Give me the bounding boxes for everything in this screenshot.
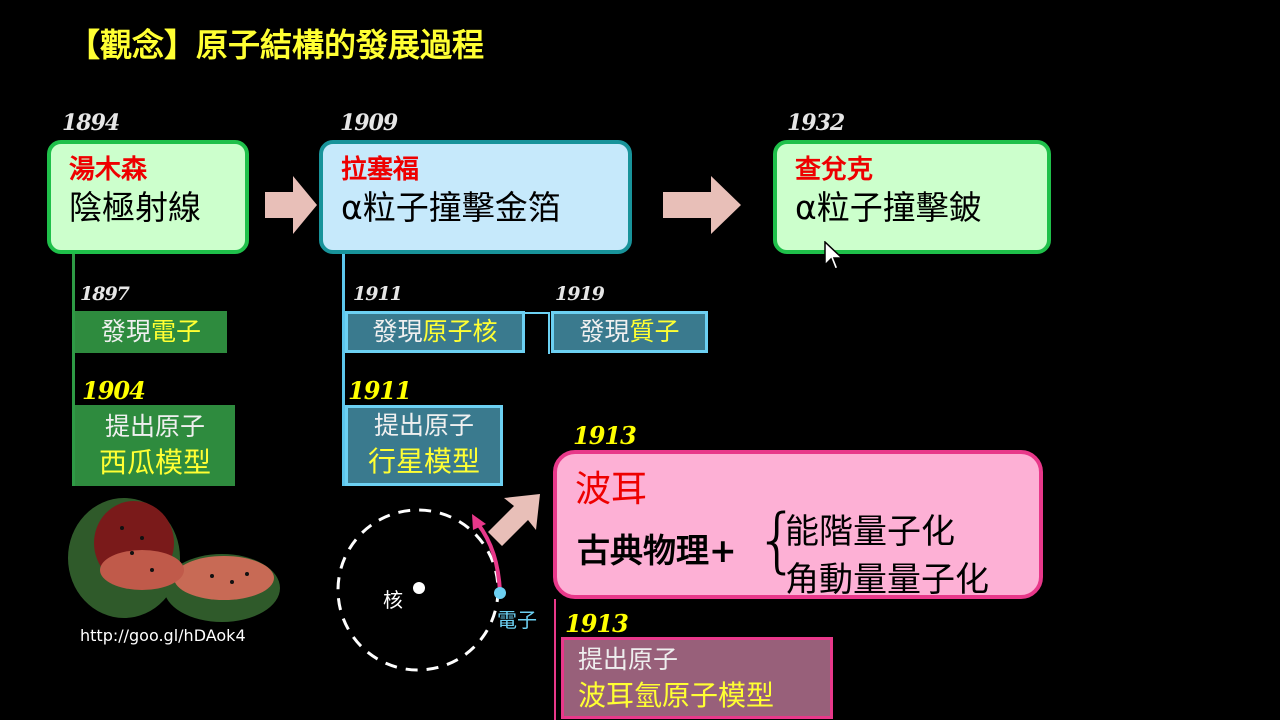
watermelon-image xyxy=(68,498,280,622)
electron-dot xyxy=(494,587,506,599)
nucleus-discovery-box: 發現原子核 xyxy=(345,311,525,353)
year-1913: 1913 xyxy=(573,421,637,450)
bohr-model-box: 提出原子 波耳氫原子模型 xyxy=(561,637,833,719)
year-1909: 1909 xyxy=(340,110,398,136)
electron-discovery-box: 發現電子 xyxy=(75,311,227,353)
watermelon-model-box: 提出原子 西瓜模型 xyxy=(75,405,235,486)
brace: { xyxy=(755,499,800,581)
arrow-up-right-icon xyxy=(488,494,540,546)
year-1913-model: 1913 xyxy=(565,609,629,638)
scientist-name: 查兌克 xyxy=(795,155,874,185)
orbit-diagram xyxy=(336,508,506,672)
arrow-right-icon xyxy=(663,176,741,234)
year-1894: 1894 xyxy=(62,110,120,136)
classical-physics-text: 古典物理+ xyxy=(577,531,737,570)
nucleus-dot xyxy=(413,582,425,594)
bohr-box: 波耳 古典物理+ { 能階量子化 角動量量子化 xyxy=(553,450,1043,600)
experiment-text: 陰極射線 xyxy=(69,188,201,227)
label: 發現 xyxy=(579,317,630,346)
label: 發現 xyxy=(372,317,423,346)
quantization-item: 角動量量子化 xyxy=(785,560,989,600)
arrow-right-icon xyxy=(265,176,317,234)
connector-line xyxy=(524,312,550,354)
timeline-line xyxy=(554,599,556,720)
quantization-item: 能階量子化 xyxy=(785,512,955,552)
year-1911-model: 1911 xyxy=(348,376,412,405)
label-highlight: 西瓜模型 xyxy=(98,446,211,479)
slide-title: 【觀念】原子結構的發展過程 xyxy=(68,26,485,64)
timeline-line xyxy=(342,254,345,486)
planetary-model-box: 提出原子 行星模型 xyxy=(345,405,503,486)
scientist-name: 波耳 xyxy=(575,469,648,510)
label-highlight: 原子核 xyxy=(422,317,498,346)
label-highlight: 波耳氫原子模型 xyxy=(578,679,775,712)
label-highlight: 質子 xyxy=(629,317,680,346)
experiment-text: α粒子撞擊鈹 xyxy=(795,188,982,227)
image-source-link[interactable]: http://goo.gl/hDAok4 xyxy=(80,626,246,645)
timeline-line xyxy=(72,254,75,486)
label: 提出原子 xyxy=(578,645,679,674)
electron-label: 電子 xyxy=(497,608,537,632)
nucleus-label: 核 xyxy=(383,588,403,612)
label: 提出原子 xyxy=(373,411,474,440)
year-1897: 1897 xyxy=(80,283,130,305)
scientist-name: 湯木森 xyxy=(69,155,148,185)
chadwick-box: 查兌克 α粒子撞擊鈹 xyxy=(773,140,1051,254)
year-1911: 1911 xyxy=(353,283,403,305)
year-1932: 1932 xyxy=(787,110,845,136)
mouse-cursor-icon xyxy=(824,241,844,270)
label-highlight: 電子 xyxy=(151,317,202,346)
experiment-text: α粒子撞擊金箔 xyxy=(341,188,561,227)
label: 發現 xyxy=(100,317,151,346)
proton-discovery-box: 發現質子 xyxy=(551,311,708,353)
thomson-box: 湯木森 陰極射線 xyxy=(47,140,249,254)
year-1919: 1919 xyxy=(555,283,605,305)
rutherford-box: 拉塞福 α粒子撞擊金箔 xyxy=(319,140,632,254)
scientist-name: 拉塞福 xyxy=(341,155,420,185)
label-highlight: 行星模型 xyxy=(367,445,480,478)
year-1904: 1904 xyxy=(82,376,146,405)
label: 提出原子 xyxy=(104,412,205,441)
